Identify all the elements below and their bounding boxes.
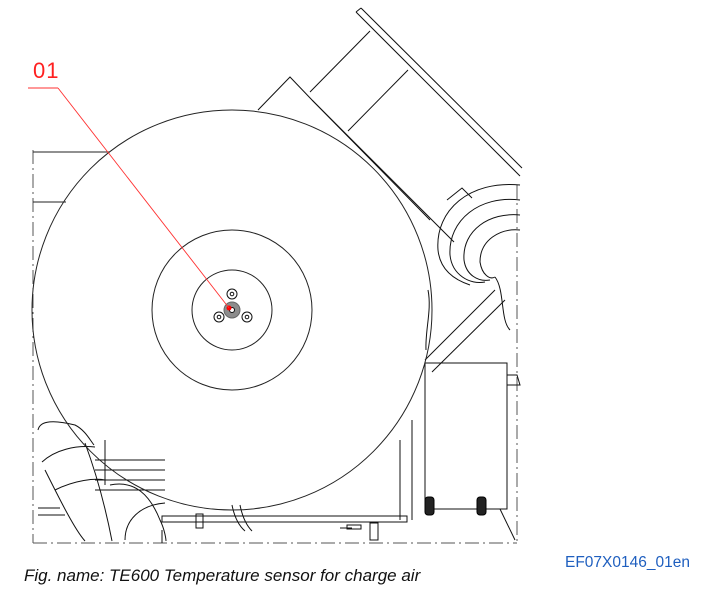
callout-label-01: 01 [33,58,60,83]
charge-air-receiver-circles [31,109,433,511]
figure-code: EF07X0146_01en [565,554,690,571]
callout-leader-01 [28,87,230,309]
bolt-icons [424,496,487,516]
pipe-bend-left [37,421,113,542]
bottom-structure [95,440,408,543]
right-housing [399,362,521,541]
charge-air-duct [257,7,523,243]
flange-bellows [424,183,521,373]
boundary-lines [32,150,518,544]
figure-caption: Fig. name: TE600 Temperature sensor for … [24,566,421,585]
left-frame [33,151,110,203]
te600-sensor [213,288,253,323]
